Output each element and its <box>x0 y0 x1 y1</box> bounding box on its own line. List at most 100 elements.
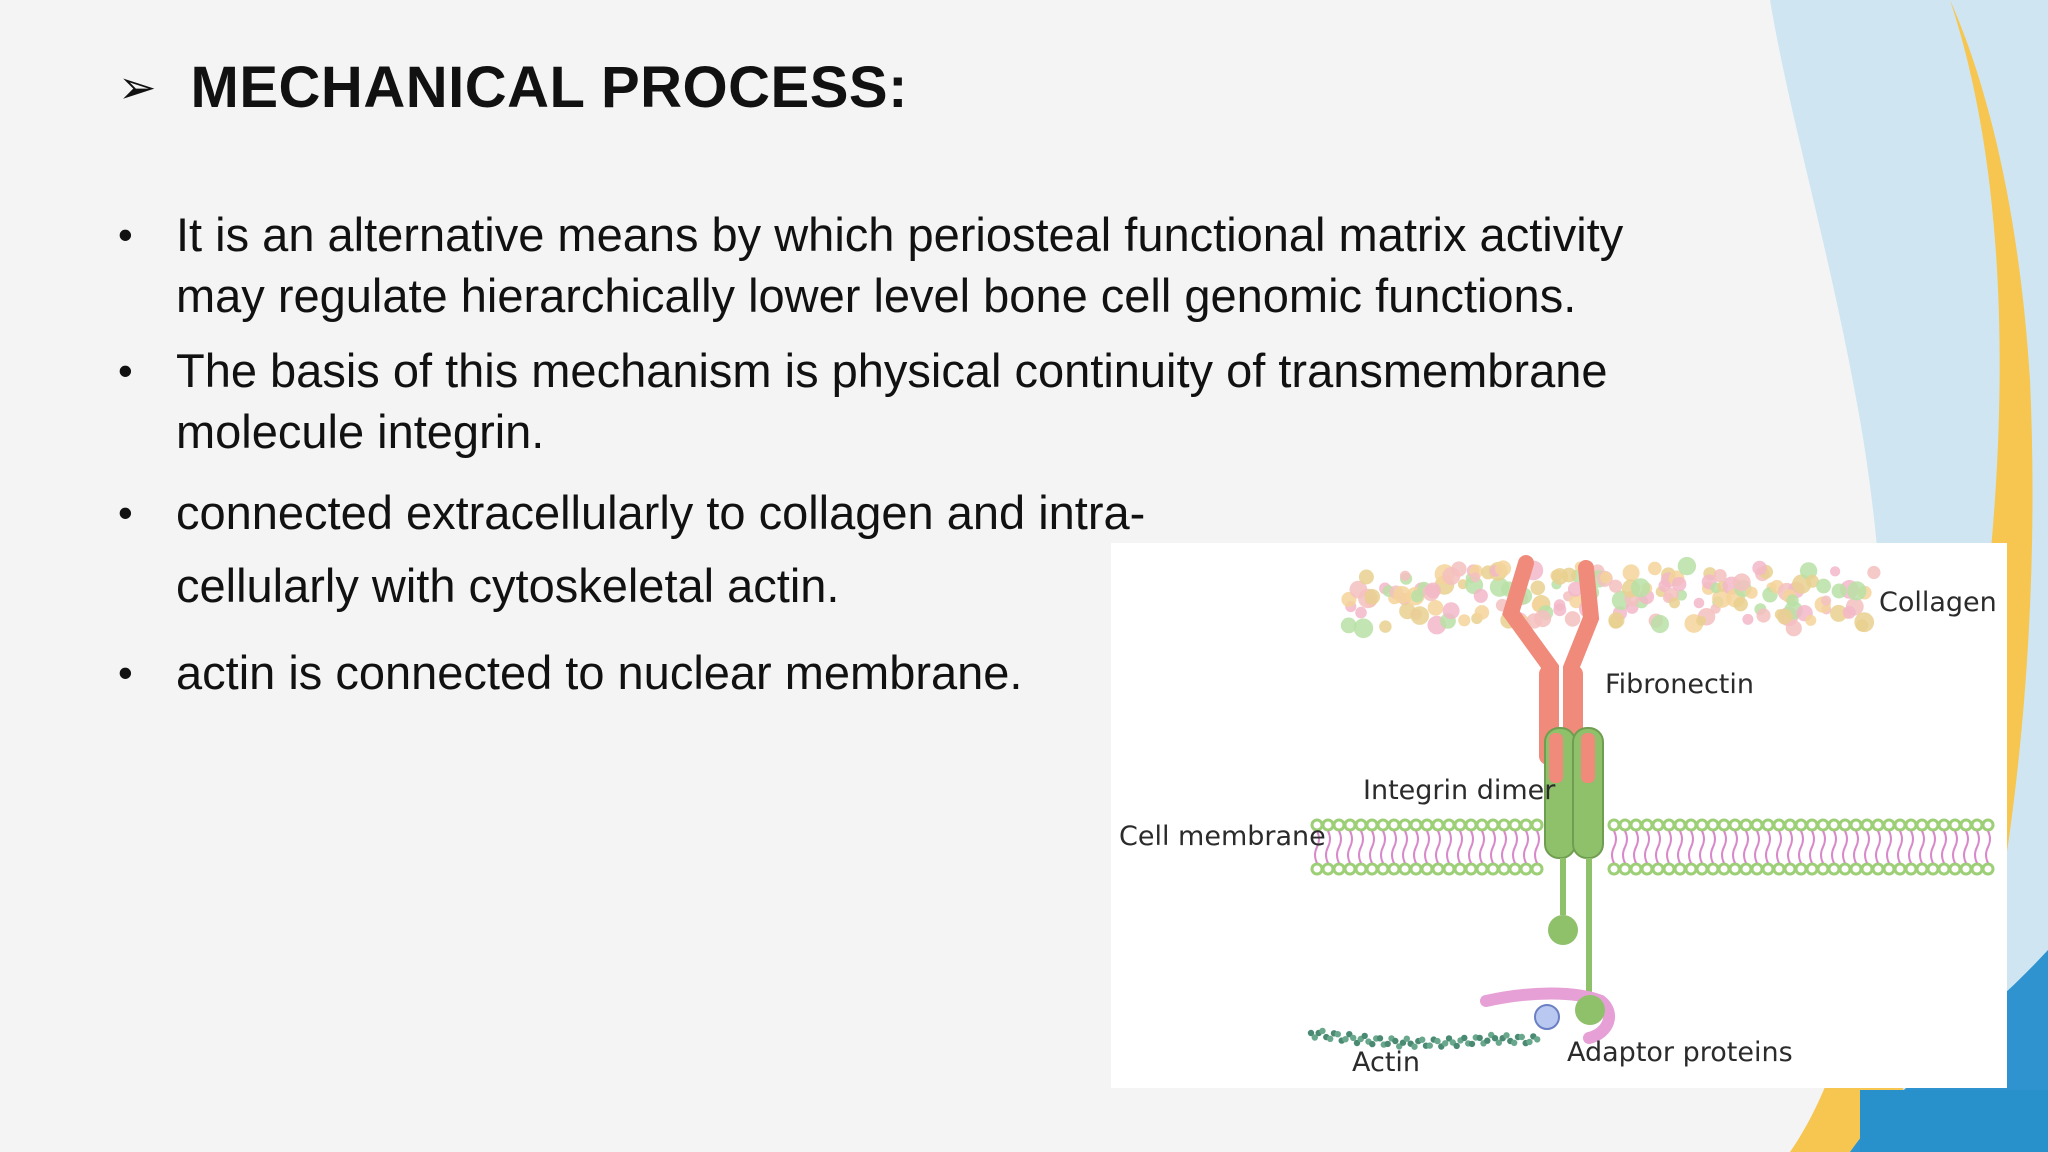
collagen-blob <box>1693 597 1705 609</box>
lipid-head <box>1827 818 1841 832</box>
bullet-line: actin is connected to nuclear membrane. <box>176 646 1023 699</box>
lipid-head <box>1970 818 1984 832</box>
actin-monomer <box>1503 1032 1510 1039</box>
actin-monomer <box>1526 1038 1533 1046</box>
actin-monomer <box>1307 1029 1315 1037</box>
lipid-head <box>1343 862 1357 876</box>
lipid-tail <box>1369 830 1375 864</box>
collagen-blob <box>1777 608 1793 625</box>
integrin-label: Integrin dimer <box>1363 775 1556 806</box>
bullet-item: • It is an alternative means by which pe… <box>118 204 1798 326</box>
lipid-tail <box>1699 830 1705 864</box>
lipid-head <box>1915 862 1929 876</box>
collagen-blob <box>1733 597 1748 612</box>
lipid-head <box>1530 818 1544 832</box>
lipid-head <box>1981 818 1995 832</box>
lipid-head <box>1893 818 1907 832</box>
lipid-head <box>1838 862 1852 876</box>
collagen-blob <box>1752 560 1767 576</box>
actin-monomer <box>1534 1036 1541 1043</box>
bullet-dot-icon: • <box>118 211 133 258</box>
collagen-blob <box>1553 603 1567 617</box>
lipid-head <box>1343 818 1357 832</box>
lipid-head <box>1420 862 1434 876</box>
blue-corner <box>1860 1090 2048 1152</box>
slide-title-row: ➢ MECHANICAL PROCESS: <box>118 52 908 122</box>
lipid-head <box>1794 818 1808 832</box>
bullet-line: may regulate hierarchically lower level … <box>176 269 1577 322</box>
lipid-head <box>1772 818 1786 832</box>
lipid-head <box>1816 862 1830 876</box>
lipid-head <box>1442 818 1456 832</box>
lipid-head <box>1904 818 1918 832</box>
lipid-tail <box>1622 830 1628 864</box>
collagen-blob <box>1410 606 1430 625</box>
actin-label: Actin <box>1352 1047 1421 1078</box>
lipid-head <box>1783 818 1797 832</box>
lipid-head <box>1486 818 1500 832</box>
lipid-head <box>1475 818 1489 832</box>
actin-monomer <box>1411 1043 1418 1050</box>
actin-monomer <box>1426 1042 1433 1049</box>
lipid-head <box>1354 818 1368 832</box>
lipid-head <box>1882 818 1896 832</box>
lipid-tail <box>1446 830 1452 864</box>
lipid-tail <box>1886 830 1892 864</box>
collagen-blob <box>1561 567 1577 583</box>
lipid-head <box>1365 818 1379 832</box>
lipid-tail <box>1820 830 1826 864</box>
actin-monomer <box>1384 1040 1391 1048</box>
lipid-head <box>1937 818 1951 832</box>
lipid-head <box>1871 862 1885 876</box>
collagen-blob <box>1830 604 1848 622</box>
bullet-item: • The basis of this mechanism is physica… <box>118 340 1798 462</box>
actin-monomer <box>1476 1034 1483 1042</box>
lipid-head <box>1717 862 1731 876</box>
lipid-head <box>1684 862 1698 876</box>
lipid-tail <box>1864 830 1870 864</box>
lipid-head <box>1387 862 1401 876</box>
actin-monomer <box>1495 1039 1502 1046</box>
lipid-tail <box>1974 830 1980 864</box>
lipid-head <box>1475 862 1489 876</box>
lipid-head <box>1376 862 1390 876</box>
lipid-head <box>1926 862 1940 876</box>
collagen-blob <box>1425 582 1441 599</box>
collagen-blob <box>1427 600 1444 616</box>
collagen-blob <box>1495 560 1512 577</box>
actin-monomer <box>1342 1036 1349 1043</box>
lipid-tail <box>1358 830 1364 864</box>
collagen-blob <box>1564 611 1581 627</box>
lipid-head <box>1332 862 1346 876</box>
lipid-tail <box>1424 830 1430 864</box>
actin-monomer <box>1353 1039 1361 1047</box>
lipid-tail <box>1380 830 1386 864</box>
collagen-blob <box>1567 581 1583 597</box>
lipid-tail <box>1875 830 1881 864</box>
collagen-blob <box>1867 565 1881 580</box>
lipid-head <box>1365 862 1379 876</box>
lipid-head <box>1508 818 1522 832</box>
collagen-blob <box>1458 614 1471 627</box>
lipid-head <box>1486 862 1500 876</box>
lipid-tail <box>1644 830 1650 864</box>
lipid-head <box>1871 818 1885 832</box>
actin-monomer <box>1419 1036 1426 1043</box>
lipid-head <box>1629 862 1643 876</box>
lipid-tail <box>1787 830 1793 864</box>
lipid-head <box>1376 818 1390 832</box>
actin-monomer <box>1334 1031 1341 1038</box>
lipid-head <box>1706 862 1720 876</box>
lipid-head <box>1926 818 1940 832</box>
lipid-tail <box>1391 830 1397 864</box>
bullet-line: connected extracellularly to collagen an… <box>176 486 1146 539</box>
lipid-tail <box>1754 830 1760 864</box>
collagen-blob <box>1622 564 1640 582</box>
lipid-head <box>1783 862 1797 876</box>
lipid-head <box>1893 862 1907 876</box>
lipid-head <box>1739 818 1753 832</box>
actin-monomer <box>1376 1035 1384 1042</box>
collagen-blob <box>1713 569 1727 583</box>
bullet-dot-icon: • <box>118 347 133 394</box>
lipid-head <box>1332 818 1346 832</box>
